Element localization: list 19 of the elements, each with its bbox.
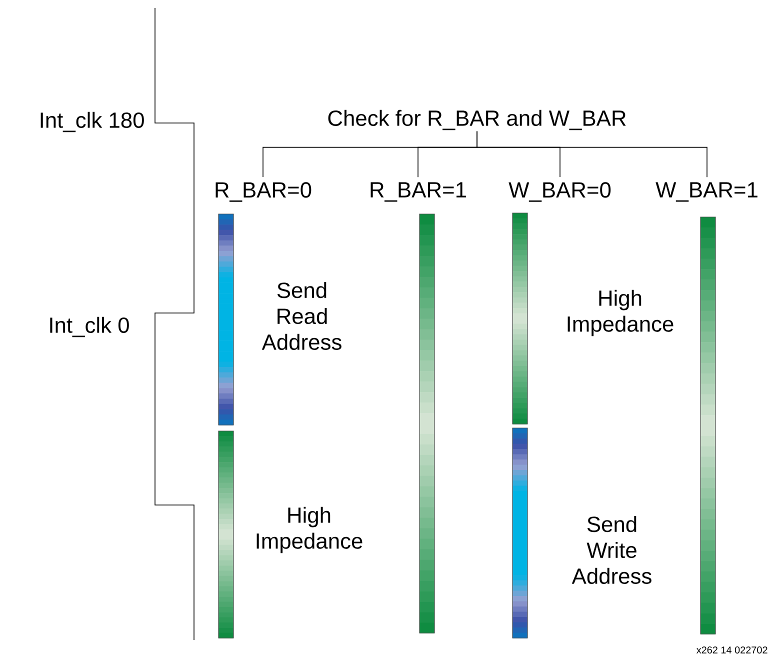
condition-label: R_BAR=1 xyxy=(370,182,466,202)
tree-connector xyxy=(476,130,708,178)
bar-label: Send Write Address xyxy=(572,516,652,584)
condition-label: W_BAR=1 xyxy=(656,182,758,202)
condition-label: R_BAR=0 xyxy=(216,182,312,202)
clock-label: Int_clk 0 xyxy=(50,316,129,338)
signal-bar xyxy=(512,212,528,424)
signal-bar xyxy=(700,216,716,634)
signal-bar xyxy=(218,430,234,638)
figure-id: x262 14 022702 xyxy=(696,646,768,654)
bar-label: High Impedance xyxy=(256,506,362,554)
signal-bar xyxy=(419,214,435,634)
signal-bar xyxy=(512,428,528,638)
heading-text: Check for R_BAR and W_BAR xyxy=(328,110,626,130)
bar-label: High Impedance xyxy=(568,290,674,336)
clock-label: Int_clk 180 xyxy=(40,112,144,132)
signal-bar xyxy=(218,214,234,426)
condition-label: W_BAR=0 xyxy=(508,182,611,202)
bar-label: Send Read Address xyxy=(262,282,342,350)
